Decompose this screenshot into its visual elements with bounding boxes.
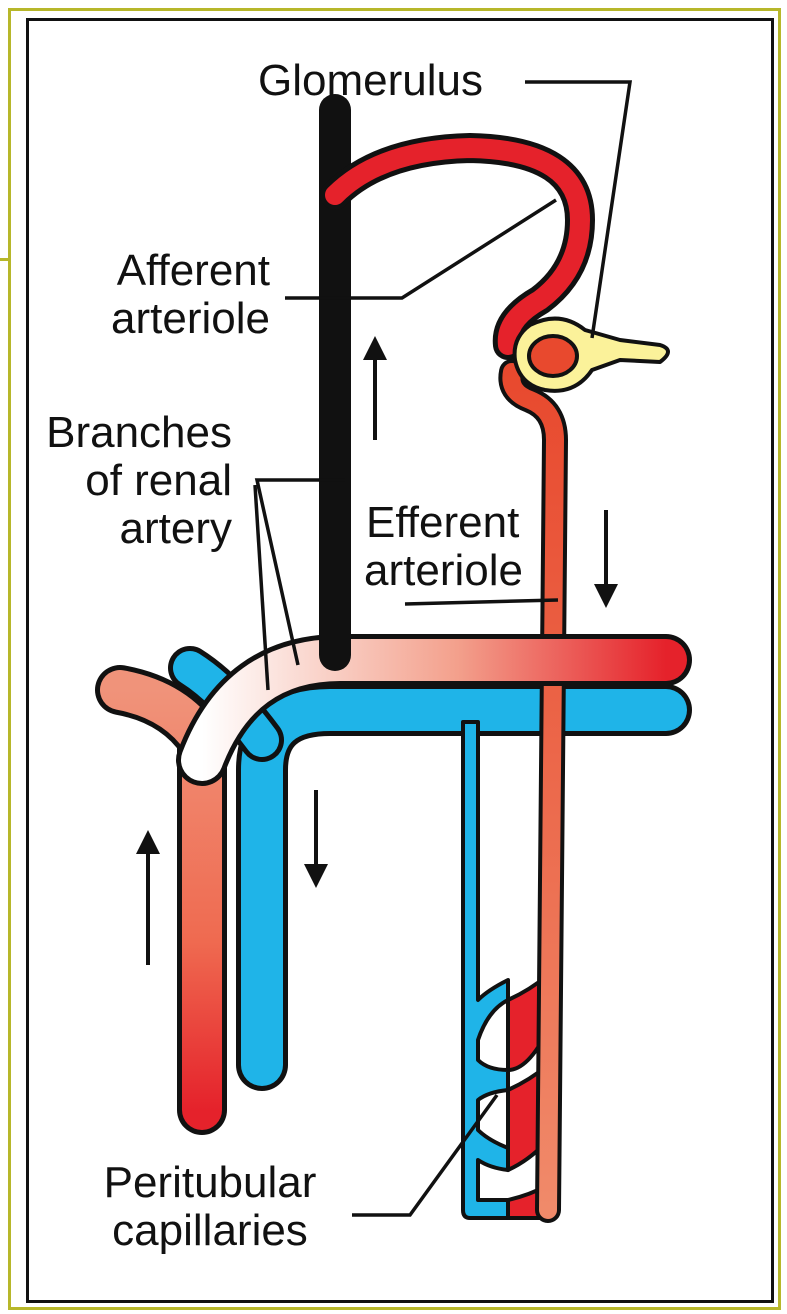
afferent-arteriole (335, 148, 580, 345)
label-peritubular-line1: Peritubular (80, 1160, 340, 1206)
peritubular-capillaries-venous (463, 722, 508, 1218)
label-efferent-line2: arteriole (364, 548, 523, 594)
renal-vein (190, 668, 666, 1065)
label-branches-line2: of renal (14, 458, 232, 504)
label-branches-line1: Branches (14, 410, 232, 456)
label-peritubular-line2: capillaries (80, 1208, 340, 1254)
label-glomerulus: Glomerulus (258, 58, 483, 104)
glomerulus-capsule (515, 319, 668, 391)
label-branches-line3: artery (14, 506, 232, 552)
label-afferent-line2: arteriole (60, 296, 270, 342)
label-afferent-line1: Afferent (60, 248, 270, 294)
leader-efferent (405, 600, 558, 604)
label-efferent-line1: Efferent (366, 500, 519, 546)
